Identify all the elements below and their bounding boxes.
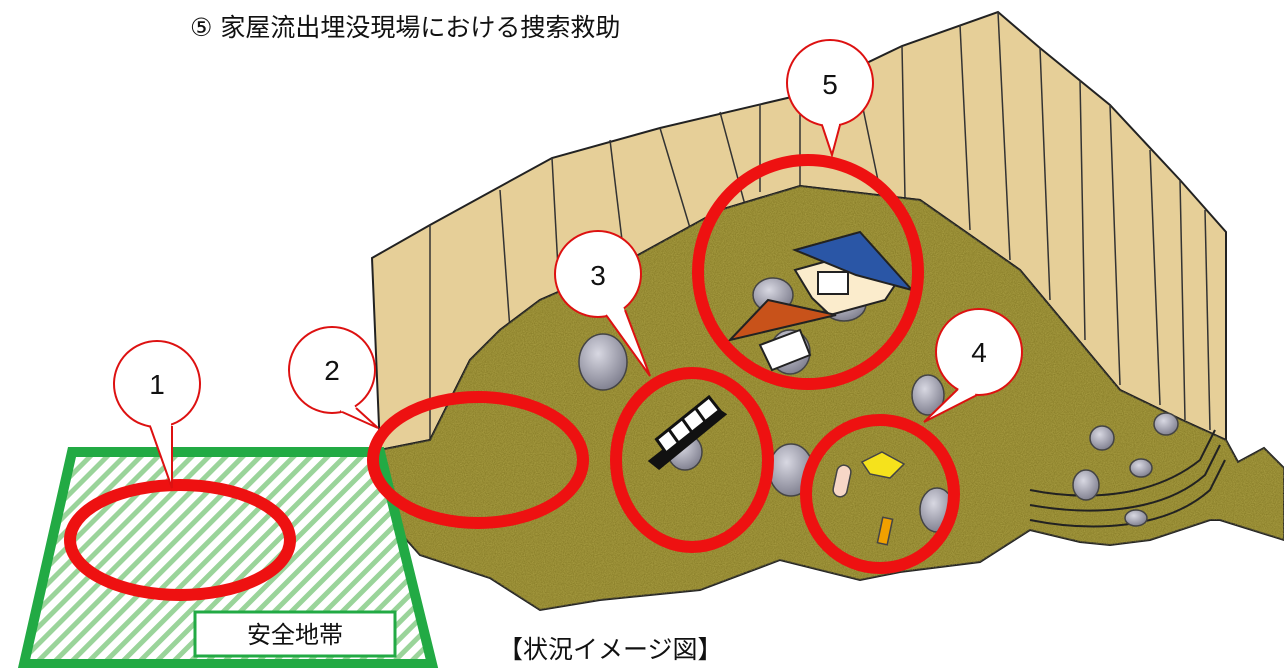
search-ring-5 — [692, 154, 924, 390]
callout-5-number: 5 — [822, 69, 838, 100]
callout-1: 1 — [113, 340, 201, 489]
callout-1-number: 1 — [149, 369, 165, 400]
callout-3: 3 — [554, 230, 651, 377]
overturned-vehicle — [647, 394, 728, 470]
search-rings — [64, 154, 960, 601]
callout-2: 2 — [288, 326, 379, 429]
figure-caption: 【状況イメージ図】 — [498, 635, 723, 664]
callout-2-number: 2 — [324, 355, 340, 386]
collapsed-house — [726, 230, 915, 372]
callout-4: 4 — [923, 308, 1023, 423]
search-ring-3 — [610, 367, 774, 553]
page-title: ⑤ 家屋流出埋没現場における捜索救助 — [190, 13, 621, 42]
safe-zone: 安全地帯 — [17, 447, 439, 668]
safe-zone-label: 安全地帯 — [247, 621, 343, 649]
callout-4-number: 4 — [971, 337, 987, 368]
callout-3-number: 3 — [590, 260, 606, 291]
callouts: 1 2 3 4 5 — [113, 39, 1023, 489]
search-ring-1 — [64, 479, 296, 601]
search-ring-2 — [367, 391, 589, 529]
callout-5: 5 — [786, 39, 874, 159]
search-ring-4 — [800, 414, 960, 574]
small-debris — [832, 451, 906, 546]
